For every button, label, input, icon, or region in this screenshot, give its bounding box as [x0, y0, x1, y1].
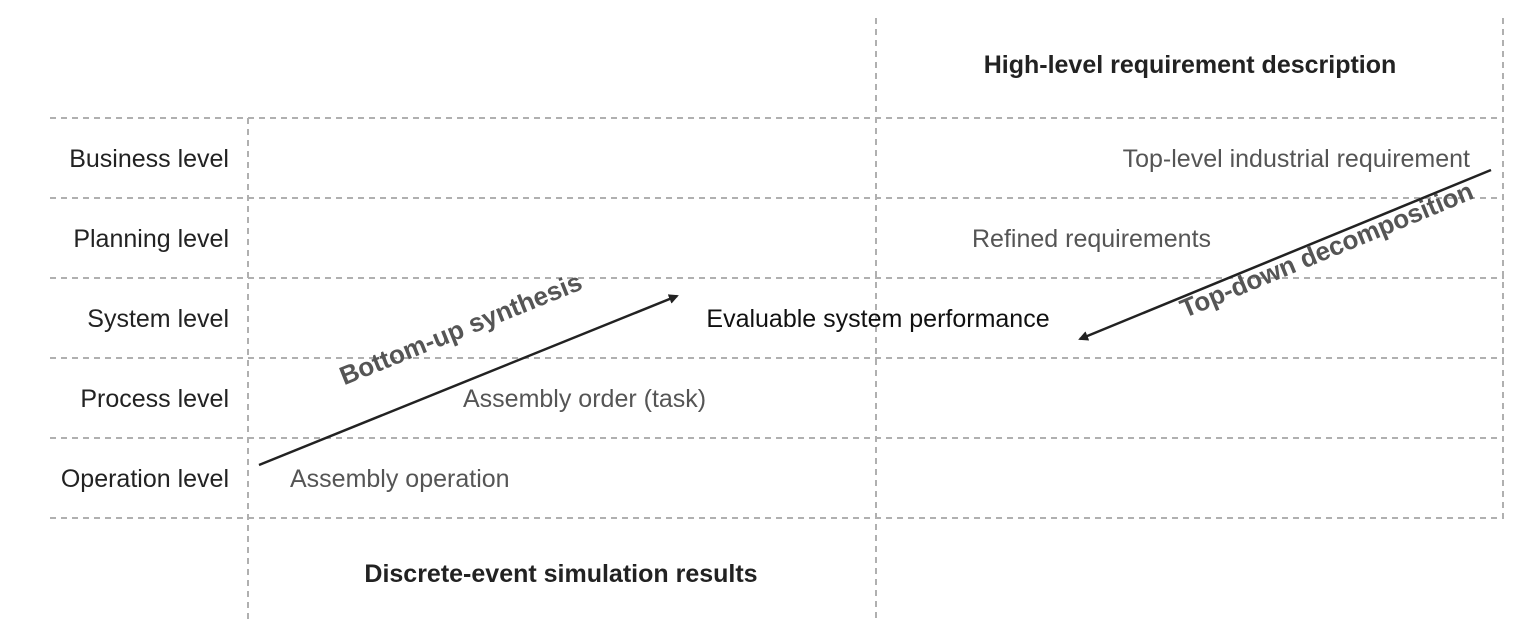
evaluable-performance-text: Evaluable system performance [706, 305, 1049, 333]
assembly-order-text: Assembly order (task) [463, 385, 706, 413]
bottom-up-label: Bottom-up synthesis [335, 266, 586, 391]
process-level-label: Process level [80, 385, 229, 413]
top-down-arrow [1078, 168, 1492, 341]
grid-lines [50, 18, 1504, 620]
top-header: High-level requirement description [984, 51, 1397, 79]
assembly-operation-text: Assembly operation [290, 465, 510, 493]
bottom-header: Discrete-event simulation results [364, 560, 757, 588]
top-level-requirement-text: Top-level industrial requirement [1123, 145, 1470, 173]
operation-level-label: Operation level [61, 465, 229, 493]
system-level-label: System level [87, 305, 229, 333]
business-level-label: Business level [69, 145, 229, 173]
bottom-up-arrow [258, 294, 679, 467]
planning-level-label: Planning level [73, 225, 229, 253]
refined-requirements-text: Refined requirements [972, 225, 1211, 253]
